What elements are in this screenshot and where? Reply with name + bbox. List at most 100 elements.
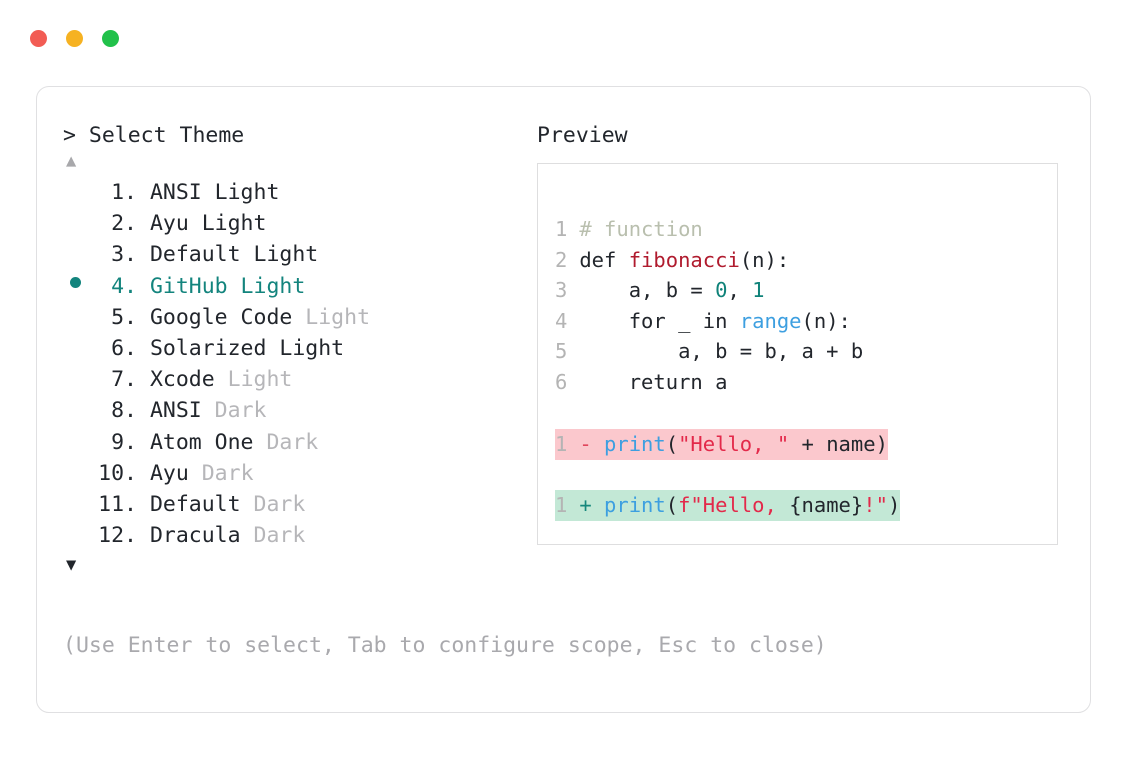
code-token-comment: # function	[579, 217, 703, 241]
code-line-number: 2	[555, 247, 568, 272]
theme-item-number: 9.	[111, 429, 137, 455]
code-line-number: 4	[555, 308, 568, 333]
code-line: 3 a, b = 0, 1	[555, 275, 863, 306]
theme-item-spacer	[137, 177, 150, 208]
theme-item-variant: Light	[292, 304, 371, 330]
theme-item-number: 4.	[111, 273, 137, 299]
code-line: 6 return a	[555, 367, 863, 398]
theme-item-number: 10.	[98, 460, 137, 486]
code-token-num: 0	[715, 278, 728, 303]
theme-item-name: ANSI Light	[149, 180, 280, 205]
code-token-plain: {name}	[789, 493, 864, 518]
theme-item-spacer	[137, 395, 150, 426]
page-title: Select Theme	[88, 123, 245, 148]
theme-item-name: Xcode	[149, 367, 215, 393]
theme-item-name: GitHub Light	[149, 273, 306, 299]
theme-item-spacer	[137, 208, 150, 239]
theme-list-item[interactable]: 10. Ayu Dark	[63, 458, 533, 489]
theme-list-item[interactable]: 12. Dracula Dark	[63, 520, 533, 551]
diff-minus-sign: -	[579, 432, 592, 456]
preview-title: Preview	[537, 123, 628, 148]
theme-item-spacer	[137, 489, 150, 520]
theme-item-number: 8.	[111, 398, 137, 424]
code-line: 2 def fibonacci(n):	[555, 245, 863, 276]
theme-item-spacer	[137, 427, 150, 458]
code-token-num: 1	[752, 278, 765, 303]
prompt-marker: >	[63, 123, 76, 148]
scroll-down-icon[interactable]: ▼	[66, 555, 77, 576]
theme-item-spacer	[137, 239, 150, 270]
theme-item-name: Default	[149, 491, 241, 517]
theme-item-name: Default Light	[149, 242, 319, 268]
theme-list-item[interactable]: 2. Ayu Light	[63, 208, 533, 239]
code-line-number: 1	[555, 217, 568, 241]
code-token-plain: a, b =	[579, 278, 716, 303]
code-token-plain: (	[665, 493, 679, 518]
code-line: 4 for _ in range(n):	[555, 306, 863, 337]
diff-line-number: 1	[555, 493, 568, 518]
code-token-plain: + name)	[789, 432, 888, 456]
maximize-window-button[interactable]	[102, 30, 119, 47]
theme-item-name: Ayu Light	[149, 211, 267, 237]
theme-item-spacer	[137, 364, 150, 395]
theme-item-number: 11.	[98, 491, 137, 517]
theme-item-number: 5.	[111, 304, 137, 330]
theme-item-number: 12.	[98, 523, 137, 549]
code-line-number: 6	[555, 369, 568, 394]
theme-list-item[interactable]: 3. Default Light	[63, 239, 533, 270]
theme-item-variant: Dark	[201, 398, 267, 424]
theme-item-number: 7.	[111, 367, 137, 393]
code-token-plain: (	[665, 432, 679, 456]
diff-line-number: 1	[555, 432, 568, 456]
theme-list-item[interactable]: 4. GitHub Light	[63, 271, 533, 302]
code-token-plain: (n):	[739, 247, 790, 272]
diff-plus-sign: +	[579, 493, 592, 518]
window-traffic-lights	[30, 30, 119, 47]
theme-list-item[interactable]: 1. ANSI Light	[63, 177, 533, 208]
theme-item-spacer	[137, 520, 150, 551]
code-line: 1 # function	[555, 214, 863, 245]
theme-list-item[interactable]: 6. Solarized Light	[63, 333, 533, 364]
theme-item-spacer	[137, 333, 150, 364]
code-token-plain: )	[887, 493, 901, 518]
scroll-up-icon[interactable]: ▲	[66, 151, 77, 171]
theme-item-name: Dracula	[149, 523, 241, 549]
theme-list-item[interactable]: 11. Default Dark	[63, 489, 533, 520]
code-token-plain: return a	[579, 369, 728, 394]
code-token-builtin: print	[604, 432, 666, 456]
code-line-number: 3	[555, 278, 568, 303]
code-line: 5 a, b = b, a + b	[555, 336, 863, 367]
minimize-window-button[interactable]	[66, 30, 83, 47]
code-token-builtin: range	[739, 308, 802, 333]
theme-list-item[interactable]: 8. ANSI Dark	[63, 395, 533, 426]
code-line-number: 5	[555, 339, 568, 364]
theme-item-name: Ayu	[149, 460, 189, 486]
selected-bullet-icon	[70, 276, 81, 288]
theme-list-item[interactable]: 5. Google Code Light	[63, 302, 533, 333]
theme-item-name: Atom One	[149, 429, 254, 455]
theme-list-item[interactable]: 7. Xcode Light	[63, 364, 533, 395]
theme-list-item[interactable]: 9. Atom One Dark	[63, 427, 533, 458]
theme-item-number: 6.	[111, 335, 137, 361]
diff-added-line: 1 + print(f"Hello, {name}!")	[555, 490, 901, 521]
theme-item-spacer	[137, 271, 150, 302]
theme-item-name: ANSI	[149, 398, 202, 424]
theme-item-variant: Dark	[240, 523, 306, 549]
code-token-str: f"Hello,	[678, 493, 790, 518]
code-token-str: "Hello, "	[678, 432, 790, 456]
close-window-button[interactable]	[30, 30, 47, 47]
select-theme-prompt: > Select Theme	[63, 123, 533, 149]
code-token-builtin: print	[604, 493, 666, 518]
theme-item-number: 2.	[111, 211, 137, 237]
code-token-plain: for _ in	[579, 308, 740, 333]
keyboard-hint: (Use Enter to select, Tab to configure s…	[63, 633, 827, 658]
code-token-fn: fibonacci	[628, 247, 740, 272]
